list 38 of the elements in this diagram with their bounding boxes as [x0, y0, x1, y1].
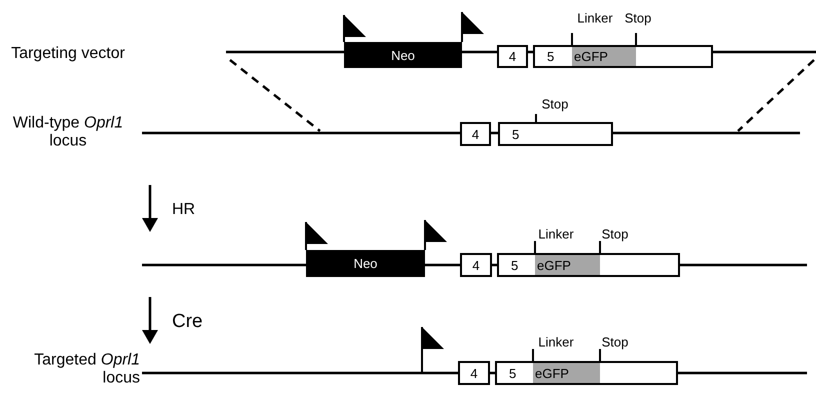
exon-box — [458, 361, 490, 385]
box-label: 4 — [472, 128, 480, 140]
marker-label: Linker — [577, 12, 613, 26]
egfp-region — [535, 255, 600, 275]
box-label: 4 — [470, 366, 478, 380]
neo-cassette-box — [344, 42, 462, 68]
exon-box — [460, 122, 491, 146]
box-label: 4 — [508, 50, 516, 63]
step-label: HR — [172, 200, 196, 220]
box-label: 5 — [509, 366, 516, 380]
neo-cassette-box — [306, 250, 425, 277]
marker-label: Stop — [624, 12, 652, 26]
exon-box — [495, 361, 678, 385]
exon-box — [533, 45, 713, 68]
step-label: Cre — [172, 311, 203, 333]
box-label: 4 — [472, 258, 480, 272]
exon-box — [497, 253, 680, 277]
row-label: Wild-type Oprl1 locus — [12, 114, 124, 152]
box-label: eGFP — [535, 366, 569, 380]
box-label: eGFP — [537, 258, 571, 272]
box-label: 5 — [512, 128, 520, 140]
egfp-region — [533, 363, 600, 383]
row-label: Targeted Oprl1 locus — [33, 352, 140, 388]
marker-label: Stop — [602, 336, 628, 350]
box-label: 5 — [547, 50, 554, 63]
box-label: Neo — [354, 257, 378, 270]
row-label: Targeting vector — [10, 44, 126, 64]
marker-label: Linker — [538, 336, 574, 350]
exon-box — [460, 253, 492, 277]
box-label: Neo — [391, 48, 415, 62]
marker-label: Linker — [538, 228, 574, 242]
exon-box — [497, 45, 528, 68]
exon-box — [498, 122, 613, 146]
egfp-region — [572, 47, 636, 66]
marker-label: Stop — [602, 228, 628, 242]
marker-label: Stop — [542, 98, 568, 112]
box-label: eGFP — [574, 50, 608, 63]
box-label: 5 — [511, 258, 518, 272]
